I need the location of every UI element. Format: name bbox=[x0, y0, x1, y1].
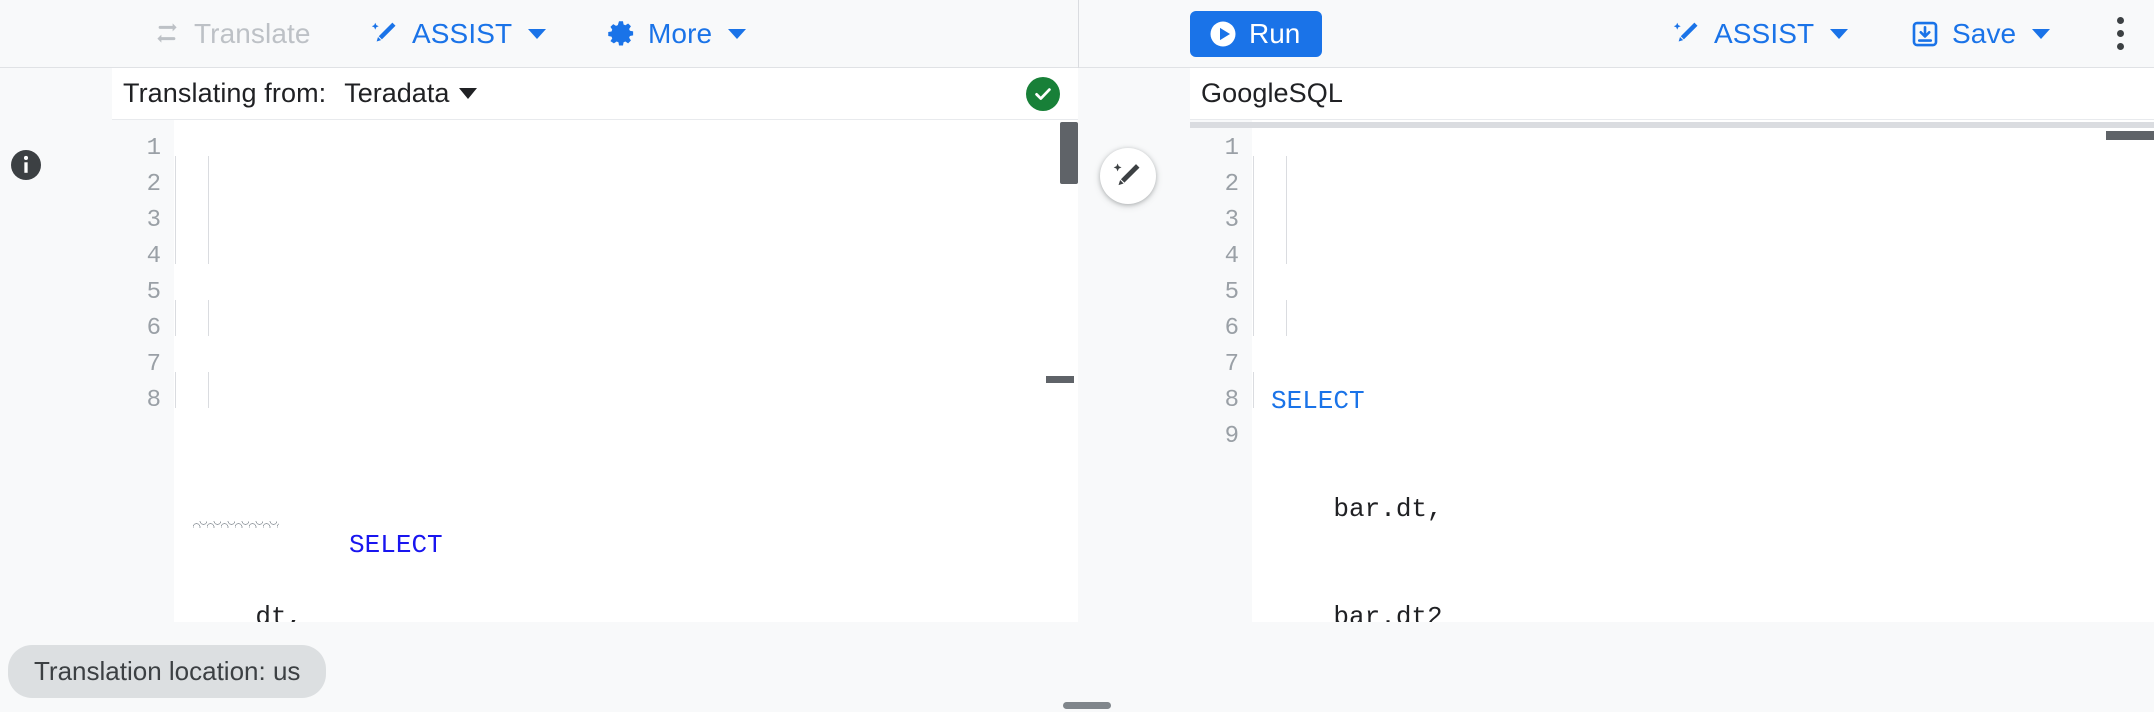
kebab-menu-icon[interactable] bbox=[2103, 12, 2137, 56]
magic-wand-icon bbox=[370, 19, 400, 49]
magic-wand-icon bbox=[1672, 19, 1702, 49]
line-number: 2 bbox=[146, 171, 161, 198]
assist-button-source[interactable]: ASSIST bbox=[362, 12, 554, 56]
line-number: 6 bbox=[146, 315, 161, 342]
sql-keyword: SELECT bbox=[1271, 386, 1365, 416]
line-number: 2 bbox=[1224, 171, 1239, 198]
line-number: 1 bbox=[146, 135, 161, 162]
target-hscroll-thumb[interactable] bbox=[2106, 131, 2154, 140]
more-label: More bbox=[648, 17, 713, 49]
source-code-text[interactable]: SELECT dt, dt2 FROM foo.bar ORDER BY dt; bbox=[174, 120, 1078, 622]
chevron-down-icon bbox=[728, 28, 747, 39]
line-number: 1 bbox=[1224, 135, 1239, 162]
indent-guide bbox=[1253, 372, 1254, 408]
top-toolbar: Translate ASSIST More bbox=[0, 0, 2154, 68]
check-circle-icon bbox=[1026, 76, 1060, 111]
toolbar-divider bbox=[1078, 0, 1079, 68]
gear-icon bbox=[606, 19, 636, 49]
line-number: 7 bbox=[1224, 351, 1239, 378]
source-code-editor[interactable]: 1 2 3 4 5 6 7 8 SELECT bbox=[112, 120, 1078, 622]
indent-guide bbox=[208, 372, 209, 408]
source-gutter: 1 2 3 4 5 6 7 8 bbox=[112, 120, 174, 622]
line-number: 6 bbox=[1224, 315, 1239, 342]
indent-guide bbox=[175, 372, 176, 408]
assist-label-target: ASSIST bbox=[1714, 17, 1815, 49]
save-download-icon bbox=[1910, 19, 1940, 49]
target-code-text[interactable]: SELECT bar.dt, bar.dt2 FROM foo.bar ORDE… bbox=[1252, 120, 2154, 622]
magic-edit-icon[interactable] bbox=[1100, 148, 1156, 204]
indent-guide bbox=[175, 300, 176, 336]
translate-label: Translate bbox=[194, 17, 311, 49]
target-editor-panel: GoogleSQL 1 2 3 4 5 6 7 8 9 SELECT bar bbox=[1190, 68, 2154, 622]
status-badge: Translation location: us bbox=[8, 645, 327, 698]
resize-handle[interactable] bbox=[1063, 702, 1111, 709]
chevron-down-icon bbox=[1830, 28, 1849, 39]
target-panel-header: GoogleSQL bbox=[1190, 68, 2154, 120]
chevron-down-icon bbox=[528, 28, 547, 39]
line-number: 8 bbox=[1224, 387, 1239, 414]
line-number: 7 bbox=[146, 351, 161, 378]
line-number: 4 bbox=[146, 243, 161, 270]
indent-guide bbox=[208, 156, 209, 264]
line-number: 5 bbox=[146, 279, 161, 306]
chevron-down-icon bbox=[459, 88, 478, 99]
target-gutter: 1 2 3 4 5 6 7 8 9 bbox=[1190, 120, 1252, 622]
code-line: SELECT bbox=[1271, 383, 2154, 419]
run-label: Run bbox=[1249, 18, 1301, 49]
indent-guide bbox=[1253, 156, 1254, 336]
translating-from-label: Translating from: bbox=[123, 78, 327, 108]
line-number: 3 bbox=[1224, 207, 1239, 234]
target-code-editor[interactable]: 1 2 3 4 5 6 7 8 9 SELECT bar.dt, bar.dt2… bbox=[1190, 120, 2154, 622]
source-scrollbar-thumb[interactable] bbox=[1060, 122, 1078, 184]
source-editor-panel: Translating from: Teradata 1 2 3 4 5 6 7… bbox=[112, 68, 1078, 622]
assist-button-target[interactable]: ASSIST bbox=[1664, 12, 1856, 56]
target-hscroll-track[interactable] bbox=[1190, 122, 2154, 128]
translate-button[interactable]: Translate bbox=[144, 12, 319, 56]
source-scroll-marker bbox=[1046, 376, 1074, 383]
indent-guide bbox=[1286, 300, 1287, 336]
target-dialect-label: GoogleSQL bbox=[1201, 78, 1343, 108]
line-number: 3 bbox=[146, 207, 161, 234]
source-panel-header: Translating from: Teradata bbox=[112, 68, 1078, 120]
source-dialect-value: Teradata bbox=[344, 78, 450, 108]
save-button[interactable]: Save bbox=[1902, 12, 2058, 56]
save-label: Save bbox=[1952, 17, 2017, 49]
indent-guide bbox=[208, 300, 209, 336]
run-button[interactable]: Run bbox=[1190, 11, 1323, 57]
code-line: SELECT bbox=[193, 491, 1078, 560]
code-line: bar.dt, bbox=[1271, 494, 1443, 524]
indent-guide bbox=[1286, 156, 1287, 264]
indent-guide bbox=[175, 156, 176, 264]
line-number: 9 bbox=[1224, 423, 1239, 450]
sql-keyword: SELECT bbox=[349, 530, 443, 560]
error-squiggle bbox=[193, 521, 279, 528]
chevron-down-icon bbox=[2032, 28, 2051, 39]
more-button[interactable]: More bbox=[598, 12, 754, 56]
swap-horizontal-icon bbox=[152, 19, 182, 49]
assist-label-source: ASSIST bbox=[412, 17, 513, 49]
play-circle-icon bbox=[1208, 19, 1238, 49]
source-dialect-select[interactable]: Teradata bbox=[344, 78, 478, 109]
code-line: bar.dt2 bbox=[1271, 602, 1443, 622]
line-number: 8 bbox=[146, 387, 161, 414]
line-number: 5 bbox=[1224, 279, 1239, 306]
info-icon[interactable] bbox=[8, 147, 44, 183]
code-line: dt, bbox=[193, 602, 303, 622]
line-number: 4 bbox=[1224, 243, 1239, 270]
